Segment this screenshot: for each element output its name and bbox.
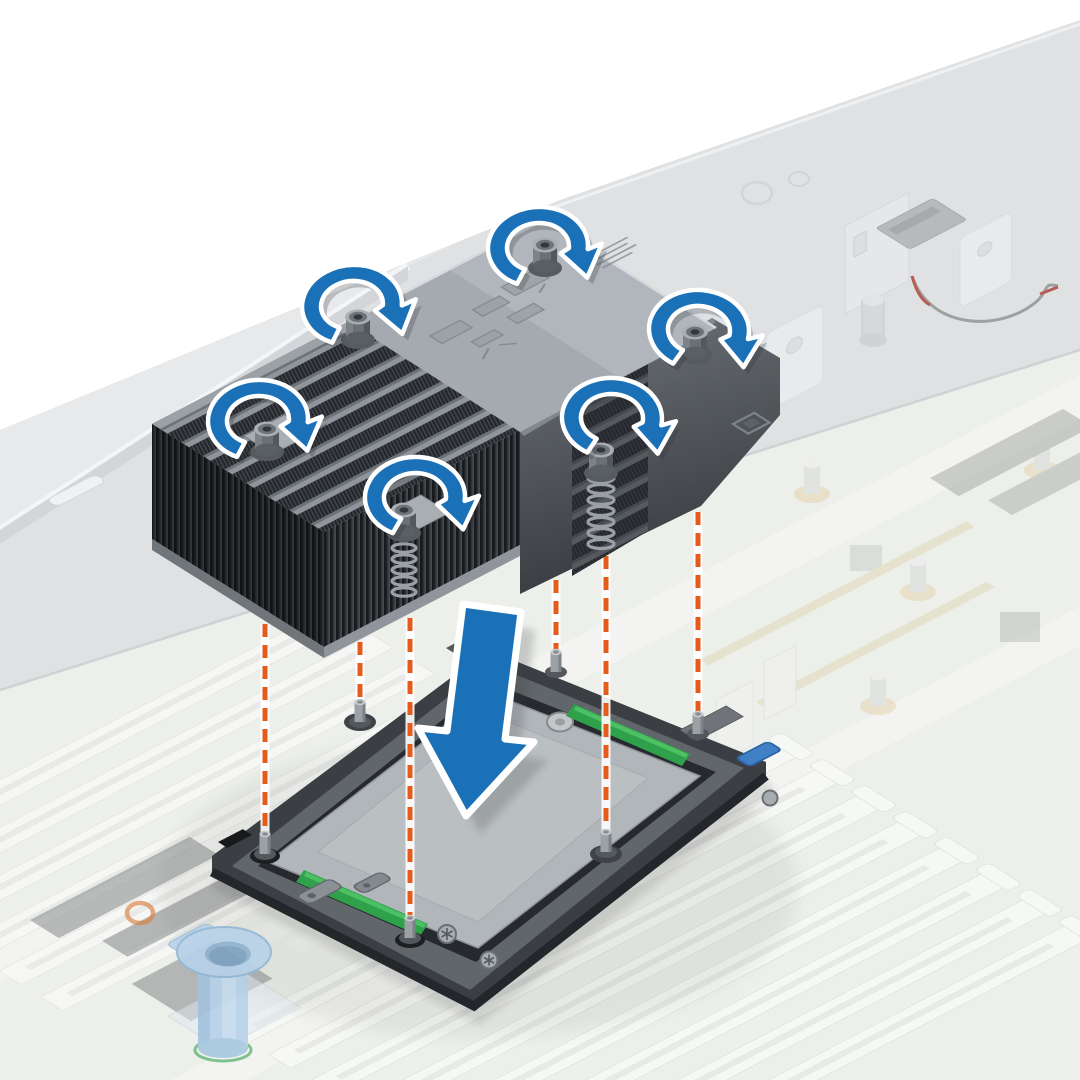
screw-spring [390, 542, 418, 598]
socket-corner-screw [761, 789, 779, 807]
board-orange-ring [124, 900, 156, 926]
heatsink-label-plate [348, 220, 716, 432]
socket-release-tab [736, 741, 781, 767]
captive-screw [341, 309, 375, 349]
intrusion-switch [844, 192, 1059, 347]
chassis-emboss [740, 180, 774, 206]
switch-wire-black [910, 275, 1059, 323]
frame-slot [218, 829, 253, 848]
heatsink-fins-top [152, 322, 520, 532]
switch-wire-red [910, 275, 931, 307]
dust-cover-standoff [167, 924, 302, 1063]
socket-torx-screws [437, 924, 499, 970]
chassis-bracket [765, 212, 1012, 411]
captive-screw [528, 237, 562, 277]
heatsink [152, 218, 780, 658]
board-white-blocks [715, 644, 797, 765]
chassis-slot [48, 475, 104, 506]
alignment-guides [260, 512, 703, 918]
install-down-arrow [414, 600, 548, 834]
screw-spring [586, 471, 616, 551]
socket-hinge [297, 872, 391, 904]
shroud-emblem [730, 411, 772, 435]
board-components-right [700, 408, 1080, 715]
heatsink-fins-front [324, 430, 520, 647]
